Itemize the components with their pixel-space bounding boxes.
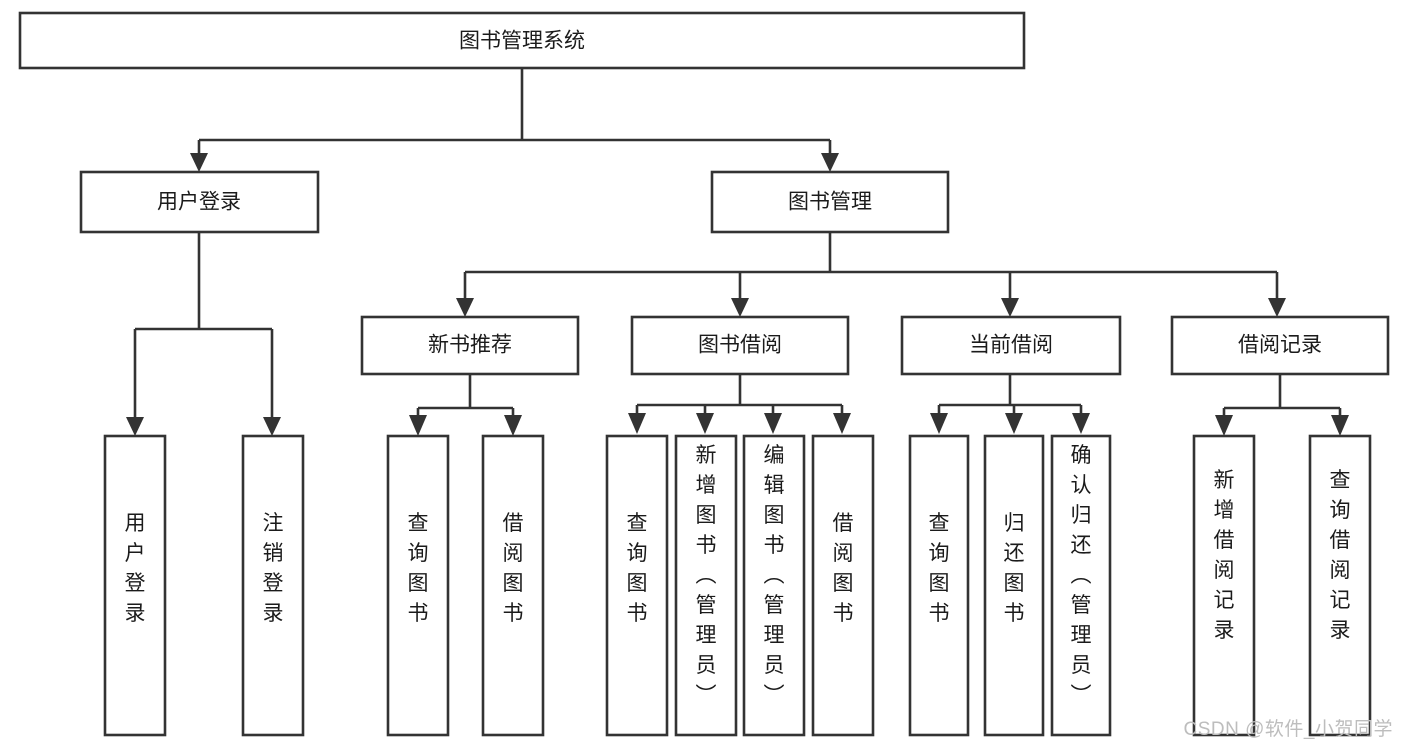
node-root[interactable]: 图书管理系统	[18, 11, 1026, 70]
node-user-login[interactable]: 用户登录	[79, 170, 320, 234]
node-borrow-records-box[interactable]	[1170, 315, 1390, 376]
node-current-borrow[interactable]: 当前借阅	[900, 315, 1122, 376]
leaf-user-login-logout-box[interactable]	[241, 434, 305, 737]
arrow-head-new-book-recommend	[456, 298, 474, 317]
arrow-head-records-leaf-2	[1331, 415, 1349, 436]
leaf-user-login-login-box[interactable]	[103, 434, 167, 737]
node-root-box[interactable]	[18, 11, 1026, 70]
arrow-head-leaf-logout	[263, 417, 281, 436]
connector-layer	[126, 68, 1349, 436]
leaf-current-query-book-label: 查询图书	[929, 512, 950, 625]
leaf-borrow-edit-book-box[interactable]	[742, 434, 806, 737]
node-book-borrow[interactable]: 图书借阅	[630, 315, 850, 376]
leaf-borrow-borrow-book-label: 借阅图书	[833, 512, 854, 625]
leaf-user-login-logout-label: 注销登录	[263, 512, 284, 625]
arrow-head-borrow-leaf-4	[833, 413, 851, 434]
leaf-recommend-borrow-book[interactable]: 借阅图书	[481, 434, 545, 737]
leaf-current-confirm-return-box[interactable]	[1050, 434, 1112, 737]
watermark: CSDN @软件_小贺同学	[1183, 719, 1393, 740]
leaf-records-query-record-box[interactable]	[1308, 434, 1372, 737]
leaf-recommend-borrow-book-label: 借阅图书	[503, 512, 524, 625]
arrow-head-book-borrow	[731, 298, 749, 317]
arrow-head-leaf-user-login	[126, 417, 144, 436]
leaf-current-return-book[interactable]: 归还图书	[983, 434, 1045, 737]
arrow-head-borrow-records	[1268, 298, 1286, 317]
leaf-records-add-record-box[interactable]	[1192, 434, 1256, 737]
leaf-borrow-add-book-label: 新增图书︵管理员︶	[696, 444, 717, 707]
leaf-borrow-edit-book[interactable]: 编辑图书︵管理员︶	[742, 434, 806, 737]
node-book-management[interactable]: 图书管理	[710, 170, 950, 234]
leaf-borrow-borrow-book-box[interactable]	[811, 434, 875, 737]
node-root-label: 图书管理系统	[459, 30, 585, 53]
node-book-management-label: 图书管理	[788, 191, 872, 214]
node-user-login-box[interactable]	[79, 170, 320, 234]
node-current-borrow-box[interactable]	[900, 315, 1122, 376]
node-borrow-records-label: 借阅记录	[1238, 334, 1322, 357]
arrow-head-borrow-leaf-1	[628, 413, 646, 434]
arrow-head-borrow-leaf-2	[696, 413, 714, 434]
leaf-recommend-query-book-box[interactable]	[386, 434, 450, 737]
node-book-borrow-label: 图书借阅	[698, 334, 782, 357]
leaf-borrow-query-book[interactable]: 查询图书	[605, 434, 669, 737]
arrow-head-recommend-leaf-2	[504, 415, 522, 436]
leaf-borrow-query-book-label: 查询图书	[627, 512, 648, 625]
leaf-recommend-query-book[interactable]: 查询图书	[386, 434, 450, 737]
arrow-head-current-borrow	[1001, 298, 1019, 317]
leaf-current-confirm-return-label: 确认归还︵管理员︶	[1071, 444, 1092, 707]
node-new-book-recommend-label: 新书推荐	[428, 334, 512, 357]
leaf-borrow-edit-book-label: 编辑图书︵管理员︶	[764, 444, 785, 707]
leaf-borrow-borrow-book[interactable]: 借阅图书	[811, 434, 875, 737]
leaf-user-login-logout[interactable]: 注销登录	[241, 434, 305, 737]
arrow-head-records-leaf-1	[1215, 415, 1233, 436]
leaf-borrow-add-book[interactable]: 新增图书︵管理员︶	[674, 434, 738, 737]
leaf-recommend-query-book-label: 查询图书	[408, 512, 429, 625]
arrow-head-book-mgmt	[821, 153, 839, 172]
leaf-recommend-borrow-book-box[interactable]	[481, 434, 545, 737]
leaf-records-add-record[interactable]: 新增借阅记录	[1192, 434, 1256, 737]
leaf-records-query-record[interactable]: 查询借阅记录	[1308, 434, 1372, 737]
leaf-current-query-book-box[interactable]	[908, 434, 970, 737]
leaf-user-login-login[interactable]: 用户登录	[103, 434, 167, 737]
leaf-borrow-add-book-box[interactable]	[674, 434, 738, 737]
node-current-borrow-label: 当前借阅	[969, 334, 1053, 357]
arrow-head-current-leaf-2	[1005, 413, 1023, 434]
arrow-head-current-leaf-3	[1072, 413, 1090, 434]
node-book-borrow-box[interactable]	[630, 315, 850, 376]
arrow-head-user-login	[190, 153, 208, 172]
leaf-records-add-record-label: 新增借阅记录	[1214, 469, 1235, 642]
node-new-book-recommend-box[interactable]	[360, 315, 580, 376]
node-user-login-label: 用户登录	[157, 191, 241, 214]
leaf-current-query-book[interactable]: 查询图书	[908, 434, 970, 737]
node-borrow-records[interactable]: 借阅记录	[1170, 315, 1390, 376]
node-book-management-box[interactable]	[710, 170, 950, 234]
leaf-current-return-book-label: 归还图书	[1004, 512, 1025, 625]
leaf-current-return-book-box[interactable]	[983, 434, 1045, 737]
leaf-records-query-record-label: 查询借阅记录	[1330, 469, 1351, 642]
leaf-user-login-login-label: 用户登录	[125, 512, 146, 625]
arrow-head-current-leaf-1	[930, 413, 948, 434]
arrow-head-recommend-leaf-1	[409, 415, 427, 436]
leaf-current-confirm-return[interactable]: 确认归还︵管理员︶	[1050, 434, 1112, 737]
leaf-borrow-query-book-box[interactable]	[605, 434, 669, 737]
arrow-head-borrow-leaf-3	[764, 413, 782, 434]
node-new-book-recommend[interactable]: 新书推荐	[360, 315, 580, 376]
